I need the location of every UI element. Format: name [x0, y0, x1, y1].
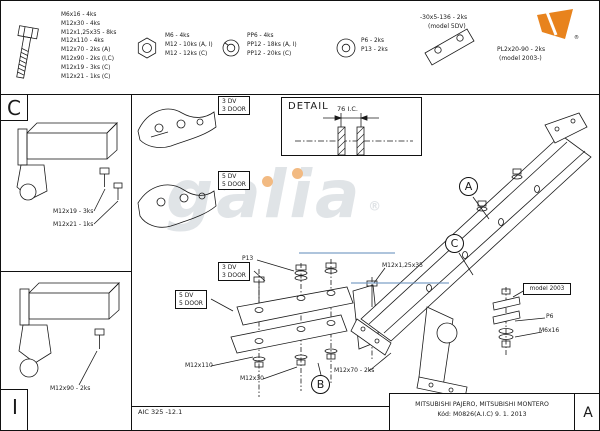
label-p13: P13 [242, 255, 254, 262]
doc-code: AIC 325 -12.1 [138, 408, 183, 416]
door-variant-line: 5 DOOR [222, 180, 246, 188]
part-item: M12 - 10ks (A, I) [165, 41, 213, 48]
door-variant-line: 3 DOOR [222, 271, 246, 279]
label-m12x70: M12x70 - 2ks [334, 367, 375, 374]
section-c-label: M12x19 - 3ks [53, 208, 94, 215]
divider-line [131, 94, 132, 430]
divider-line [1, 120, 27, 121]
door-variant-box-5dv: 5 DV 5 DOOR [218, 171, 250, 190]
brand-watermark: galia ® [166, 156, 381, 233]
flat-bar-note: (model 5DV) [428, 23, 466, 30]
part-item: M12x110 - 4ks [61, 38, 104, 45]
part-item: M12x21 - 1ks (C) [61, 73, 111, 80]
part-item: P6 - 2ks [361, 38, 385, 44]
spring-washer-icon [222, 39, 240, 57]
door-variant-box-3dv: 3 DV 3 DOOR [218, 262, 250, 281]
nut-parts-list: M6 - 4ks M12 - 10ks (A, I) M12 - 12ks (C… [165, 32, 213, 58]
label-m12x110: M12x110 [185, 362, 213, 369]
plate-2003-note: (model 2003-) [499, 55, 542, 62]
model2003-stack-drawing [492, 287, 546, 355]
door-variant-line: 5 DV [179, 292, 194, 299]
section-letter-i: I [12, 395, 18, 419]
part-item: M12x90 - 2ks (I,C) [61, 55, 114, 62]
door-variant-line: 5 DV [222, 173, 237, 180]
bumper-5door-drawing [137, 184, 217, 228]
detail-title: DETAIL [288, 101, 329, 112]
watermark-text: galia [166, 156, 363, 233]
part-item: P13 - 2ks [361, 46, 388, 53]
label-p6: P6 [546, 313, 554, 320]
label-m12x30: M12x30 [240, 375, 264, 382]
part-item: M12x30 - 4ks [61, 20, 101, 27]
nut-icon [137, 37, 157, 59]
plate-2003-label: PL2x20-90 - 2ks [497, 46, 546, 53]
label-m6x16: M6x16 [539, 327, 560, 334]
section-i-label: M12x90 - 2ks [50, 385, 91, 392]
part-item: PP12 - 20ks (C) [247, 50, 292, 57]
part-item: M12 - 12ks (C) [165, 50, 208, 57]
door-variant-line: 3 DV [222, 264, 237, 271]
divider-line [1, 271, 131, 272]
detail-box: DETAIL 76 I.C. [281, 97, 422, 156]
watermark-dot-icon [292, 168, 303, 179]
part-item: M12x19 - 3ks (C) [61, 64, 111, 71]
part-item: PP12 - 18ks (A, I) [247, 41, 297, 48]
divider-line [27, 94, 28, 121]
title-block-text: MITSUBISHI PAJERO, MITSUBISHI MONTERO Kó… [390, 400, 574, 420]
watermark-dot-icon [262, 176, 273, 187]
bolt-parts-list: M6x16 - 4ks M12x30 - 4ks M12x1,25x35 - 8… [61, 11, 116, 81]
section-letter-c: C [7, 96, 21, 120]
brand-logo-icon [537, 9, 573, 39]
flat-bar-label: -30x5-136 - 2ks [420, 14, 468, 21]
door-variant-box-3dv: 3 DV 3 DOOR [218, 96, 250, 115]
callout-a: A [459, 177, 478, 196]
part-item: M6x16 - 4ks [61, 12, 97, 18]
spring-washer-parts-list: PP6 - 4ks PP12 - 18ks (A, I) PP12 - 20ks… [247, 32, 297, 58]
sheet-letter: A [574, 394, 599, 430]
door-variant-box-5dv: 5 DV 5 DOOR [175, 290, 207, 309]
door-variant-line: 3 DOOR [222, 105, 246, 113]
flat-bar-icon [424, 28, 475, 66]
flat-washer-icon [336, 38, 356, 58]
crossmember-drawing [350, 112, 592, 356]
section-c-label: M12x21 - 1ks [53, 221, 94, 228]
part-item: M12x1,25x35 - 8ks [61, 29, 117, 36]
label-model-2003: model 2003 [523, 283, 571, 295]
bumper-3door-drawing [137, 108, 217, 148]
watermark-registered-icon: ® [368, 199, 382, 215]
door-variant-line: 5 DOOR [179, 299, 203, 307]
section-c-drawing [16, 122, 123, 225]
towball-mount-drawing [416, 306, 468, 399]
callout-b: B [311, 375, 330, 394]
bolt-icon [16, 25, 39, 79]
part-code: Kód: M0826(A.I.C) 9. 1. 2013 [437, 411, 527, 418]
title-block: MITSUBISHI PAJERO, MITSUBISHI MONTERO Kó… [389, 393, 599, 430]
divider-line [27, 389, 28, 430]
detail-dimension: 76 I.C. [337, 105, 358, 113]
callout-c: C [445, 234, 464, 253]
section-i-drawing [18, 282, 120, 386]
flat-washer-parts-list: P6 - 2ks P13 - 2ks [361, 37, 388, 55]
vehicle-title: MITSUBISHI PAJERO, MITSUBISHI MONTERO [415, 401, 549, 408]
part-item: PP6 - 4ks [247, 33, 274, 39]
door-variant-line: 3 DV [222, 98, 237, 105]
label-m12x125x35: M12x1,25x35 [382, 262, 423, 269]
part-item: M12x70 - 2ks (A) [61, 47, 111, 54]
part-item: M6 - 4ks [165, 33, 190, 39]
logo-registered-icon: ® [574, 35, 579, 41]
divider-line [1, 389, 27, 390]
divider-line [1, 94, 599, 95]
divider-line [131, 406, 389, 407]
